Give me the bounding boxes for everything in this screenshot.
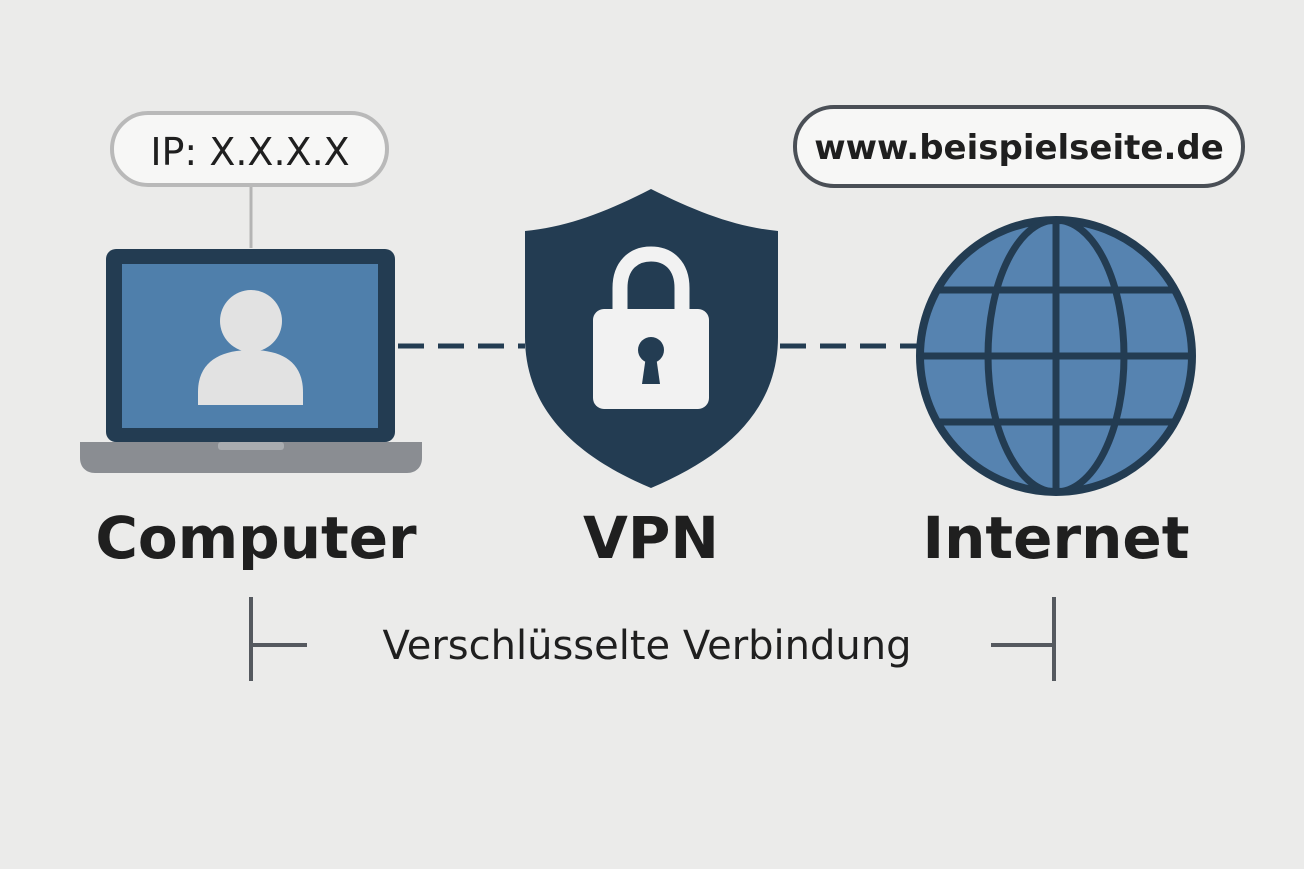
globe-icon — [916, 216, 1196, 496]
connection-caption: Verschlüsselte Verbindung — [382, 623, 911, 669]
ip-label: IP: X.X.X.X — [150, 130, 349, 174]
url-pill — [793, 105, 1245, 188]
url-label: www.beispielseite.de — [814, 128, 1224, 168]
avatar-body — [198, 350, 303, 405]
shield-lock-icon — [525, 189, 778, 488]
internet-label: Internet — [923, 504, 1190, 572]
laptop-user-icon — [80, 249, 422, 473]
laptop-notch — [218, 442, 284, 450]
encrypted-connection-bracket: Verschlüsselte Verbindung — [249, 597, 1056, 681]
computer-label: Computer — [95, 504, 417, 572]
ip-pill — [110, 111, 389, 187]
laptop-base — [80, 442, 422, 473]
avatar-head — [220, 290, 282, 352]
ip-callout: IP: X.X.X.X — [110, 111, 389, 248]
keyhole-bottom — [642, 356, 660, 384]
keyhole-top — [638, 337, 664, 363]
lock-shackle — [612, 246, 690, 312]
vpn-label: VPN — [583, 504, 719, 572]
url-callout: www.beispielseite.de — [793, 105, 1245, 188]
